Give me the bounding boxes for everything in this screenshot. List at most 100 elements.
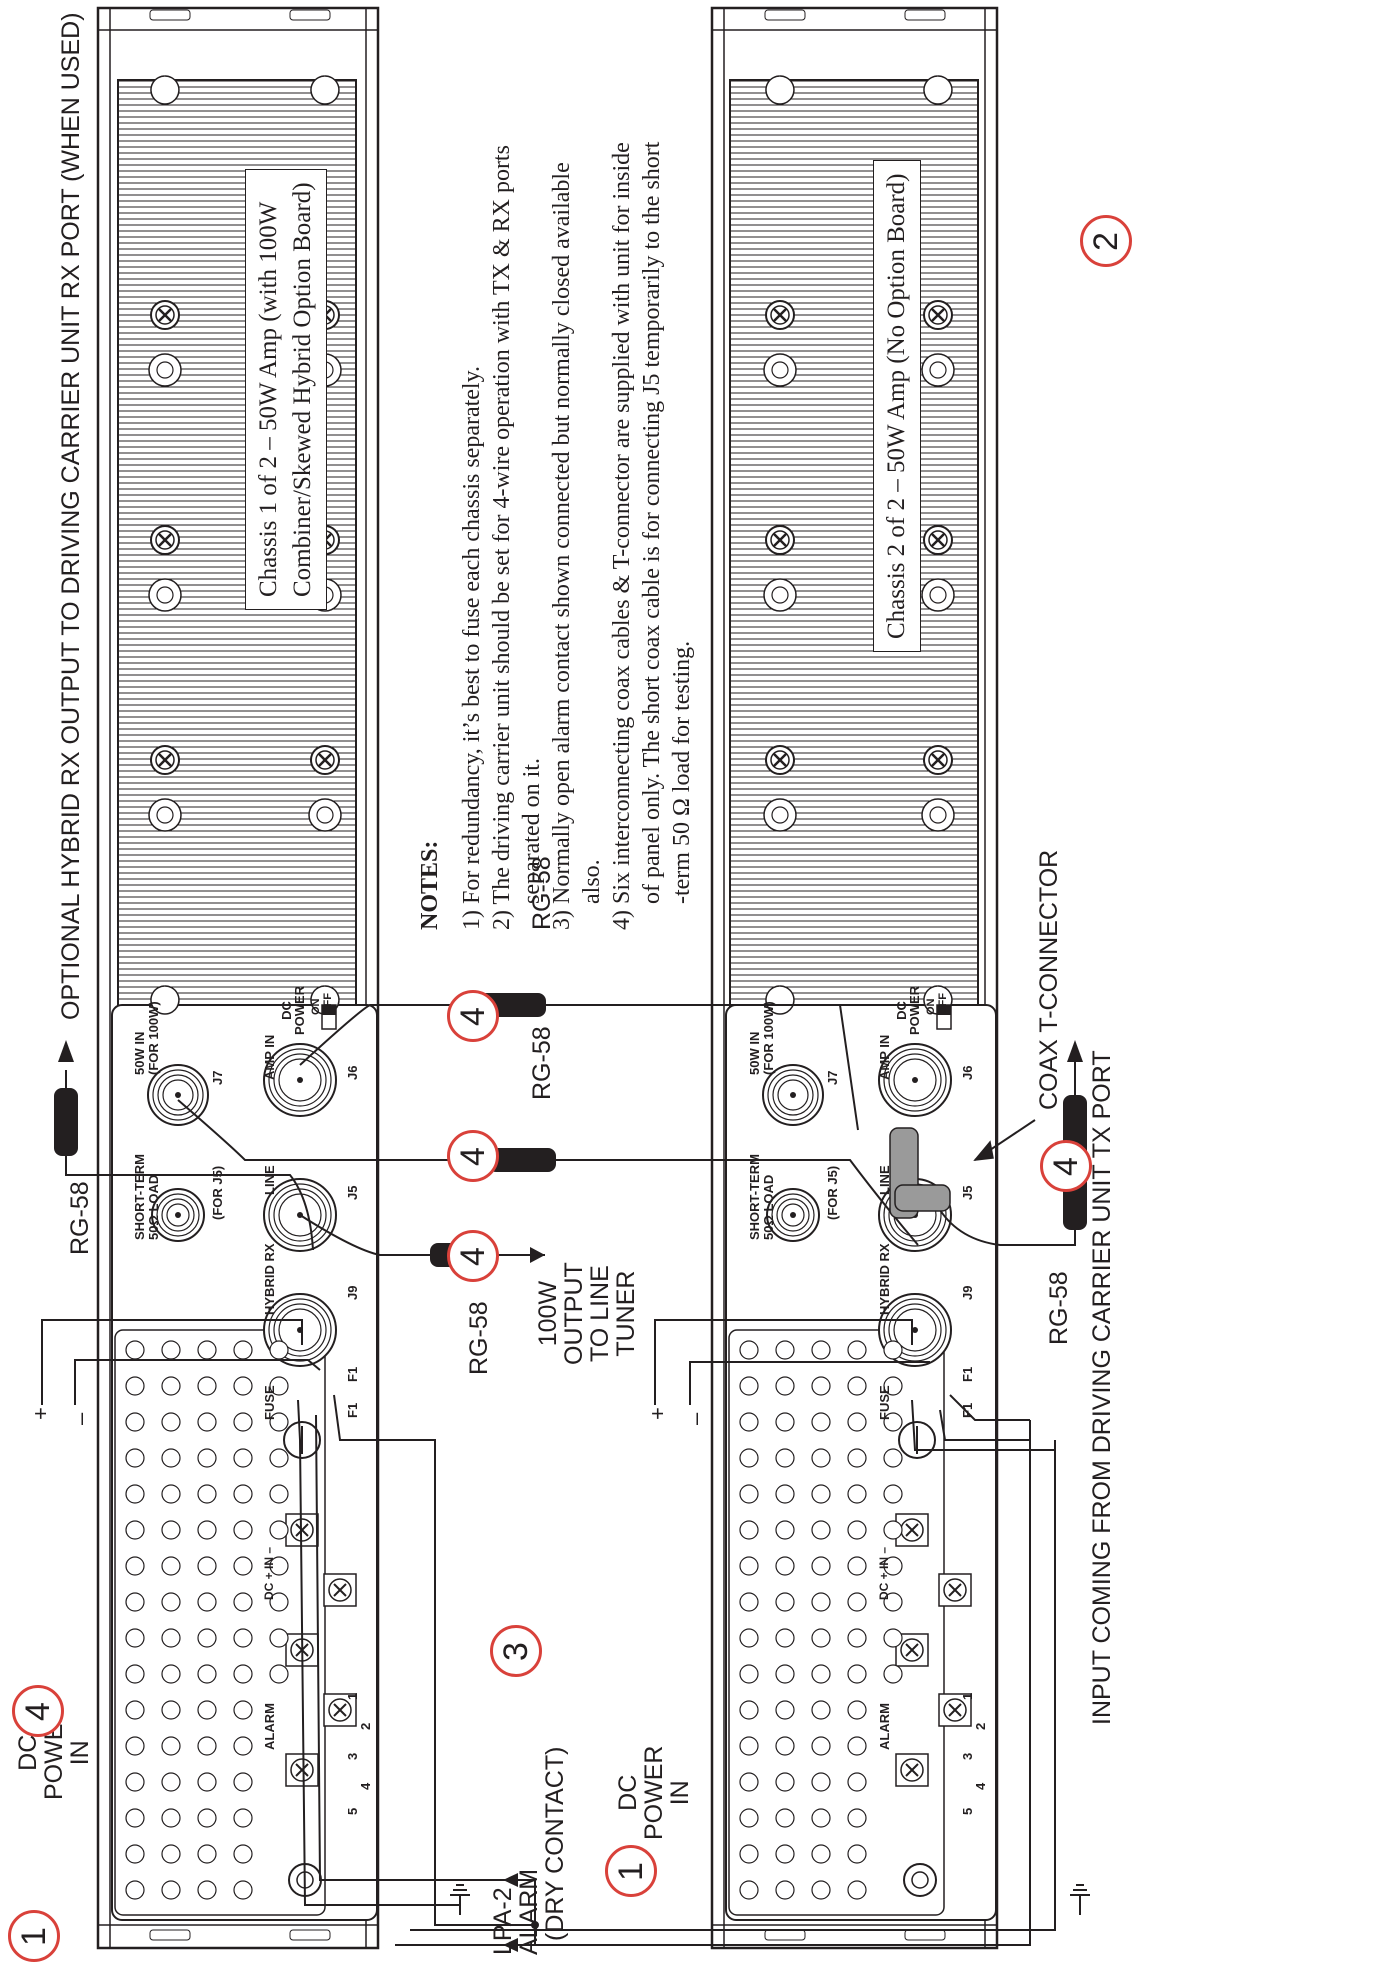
vent-hole bbox=[269, 1664, 289, 1684]
vent-hole bbox=[811, 1592, 831, 1612]
vent-hole bbox=[269, 1376, 289, 1396]
vent-hole bbox=[125, 1880, 145, 1900]
ch1-line: LINE bbox=[262, 1165, 277, 1195]
ch2-hybrid-rx: HYBRID RX bbox=[877, 1243, 892, 1315]
notes: NOTES: 1) For redundancy, it’s best to f… bbox=[415, 142, 697, 930]
coax-tconnector bbox=[889, 1119, 1036, 1219]
mounting-hole bbox=[148, 578, 182, 612]
vent-hole bbox=[197, 1448, 217, 1468]
vent-hole bbox=[269, 1628, 289, 1648]
ch2-fuse: FUSE bbox=[877, 1385, 892, 1420]
vent-hole bbox=[775, 1808, 795, 1828]
vent-hole bbox=[233, 1664, 253, 1684]
vent-hole bbox=[847, 1808, 867, 1828]
vent-hole bbox=[197, 1700, 217, 1720]
title-top: OPTIONAL HYBRID RX OUTPUT TO DRIVING CAR… bbox=[57, 12, 85, 1020]
ch2-f1-top: F1 bbox=[960, 1366, 975, 1382]
vent-hole bbox=[161, 1664, 181, 1684]
vent-hole bbox=[847, 1664, 867, 1684]
rg58-input: RG-58 bbox=[1045, 1271, 1073, 1345]
rg58-j6: RG-58 bbox=[528, 856, 556, 930]
vent-hole bbox=[197, 1628, 217, 1648]
mounting-hole bbox=[763, 353, 797, 387]
vent-hole bbox=[811, 1880, 831, 1900]
badge-1-chassis2: 1 bbox=[605, 1845, 657, 1897]
vent-hole bbox=[775, 1772, 795, 1792]
vent-hole bbox=[811, 1844, 831, 1864]
vent-hole bbox=[775, 1556, 795, 1576]
ch2-j7: J7 bbox=[825, 1070, 840, 1085]
vent-hole bbox=[739, 1700, 759, 1720]
plus-1: + bbox=[28, 1407, 53, 1420]
vent-hole bbox=[739, 1556, 759, 1576]
vent-hole bbox=[161, 1844, 181, 1864]
vent-hole bbox=[883, 1376, 903, 1396]
wiring bbox=[41, 1004, 1090, 1946]
chassis-1-label-box: Chassis 1 of 2 – 50W Amp (with 100W Comb… bbox=[245, 169, 327, 610]
chassis-1-label-line2: Combiner/Skewed Hybrid Option Board) bbox=[289, 182, 316, 597]
vent-hole bbox=[161, 1880, 181, 1900]
ch2-on: ON bbox=[925, 998, 937, 1016]
vent-hole bbox=[739, 1340, 759, 1360]
vent-hole bbox=[883, 1592, 903, 1612]
mounting-hole bbox=[308, 798, 342, 832]
vent-hole bbox=[775, 1340, 795, 1360]
vent-hole bbox=[847, 1880, 867, 1900]
output-line-3: TO LINE bbox=[586, 1265, 614, 1363]
vent-hole bbox=[197, 1664, 217, 1684]
ch1-dc-in: DC + IN – bbox=[262, 1546, 276, 1600]
vent-hole bbox=[847, 1772, 867, 1792]
vent-hole bbox=[739, 1484, 759, 1504]
vent-hole bbox=[197, 1484, 217, 1504]
ch1-fuse: FUSE bbox=[262, 1385, 277, 1420]
vent-hole bbox=[233, 1772, 253, 1792]
ground-jack-icon bbox=[903, 1863, 937, 1897]
vent-hole bbox=[233, 1376, 253, 1396]
vent-hole bbox=[197, 1772, 217, 1792]
ch2-alarm: ALARM bbox=[877, 1703, 892, 1750]
ch2-f1: F1 bbox=[960, 1402, 975, 1418]
vent-hole bbox=[775, 1880, 795, 1900]
title-bottom: INPUT COMING FROM DRIVING CARRIER UNIT T… bbox=[1088, 1050, 1116, 1725]
mounting-hole bbox=[921, 353, 955, 387]
vent-hole bbox=[775, 1412, 795, 1432]
vent-hole bbox=[161, 1448, 181, 1468]
vent-hole bbox=[811, 1700, 831, 1720]
ch2-terminal-5: 5 bbox=[960, 1807, 975, 1815]
output-line-1: 100W bbox=[534, 1280, 562, 1347]
vent-hole bbox=[739, 1628, 759, 1648]
vent-hole bbox=[269, 1340, 289, 1360]
vent-hole bbox=[847, 1412, 867, 1432]
ch1-alarm: ALARM bbox=[262, 1703, 277, 1750]
vent-hole bbox=[161, 1736, 181, 1756]
vent-hole bbox=[883, 1484, 903, 1504]
chassis-1-label-line1: Chassis 1 of 2 – 50W Amp (with 100W bbox=[255, 201, 282, 597]
ch1-f1: F1 bbox=[345, 1402, 360, 1418]
vent-hole bbox=[739, 1736, 759, 1756]
vent-hole bbox=[125, 1808, 145, 1828]
vent-hole bbox=[125, 1340, 145, 1360]
vent-hole bbox=[811, 1556, 831, 1576]
vent-hole bbox=[811, 1340, 831, 1360]
vent-hole bbox=[197, 1412, 217, 1432]
vent-hole bbox=[775, 1520, 795, 1540]
vent-hole bbox=[233, 1592, 253, 1612]
badge-4-tconnector: 4 bbox=[1040, 1140, 1092, 1192]
vent-hole bbox=[847, 1556, 867, 1576]
ch1-j6: J6 bbox=[345, 1065, 360, 1080]
vent-hole bbox=[883, 1520, 903, 1540]
vent-hole bbox=[233, 1556, 253, 1576]
note-4: 4) Six interconnecting coax cables & T-c… bbox=[609, 142, 635, 930]
ch2-terminal-4: 4 bbox=[973, 1782, 988, 1790]
vent-hole bbox=[197, 1736, 217, 1756]
ch1-hybrid-rx: HYBRID RX bbox=[262, 1243, 277, 1315]
output-line-2: OUTPUT bbox=[560, 1262, 588, 1365]
ch1-terminal-3: 3 bbox=[345, 1752, 360, 1760]
vent-hole bbox=[739, 1808, 759, 1828]
ch1-j7-label: 50W IN(FOR 100W) bbox=[132, 1001, 161, 1075]
badge-4-line: 4 bbox=[447, 1230, 499, 1282]
slot-hole bbox=[150, 75, 180, 105]
vent-hole bbox=[811, 1664, 831, 1684]
vent-hole bbox=[269, 1556, 289, 1576]
